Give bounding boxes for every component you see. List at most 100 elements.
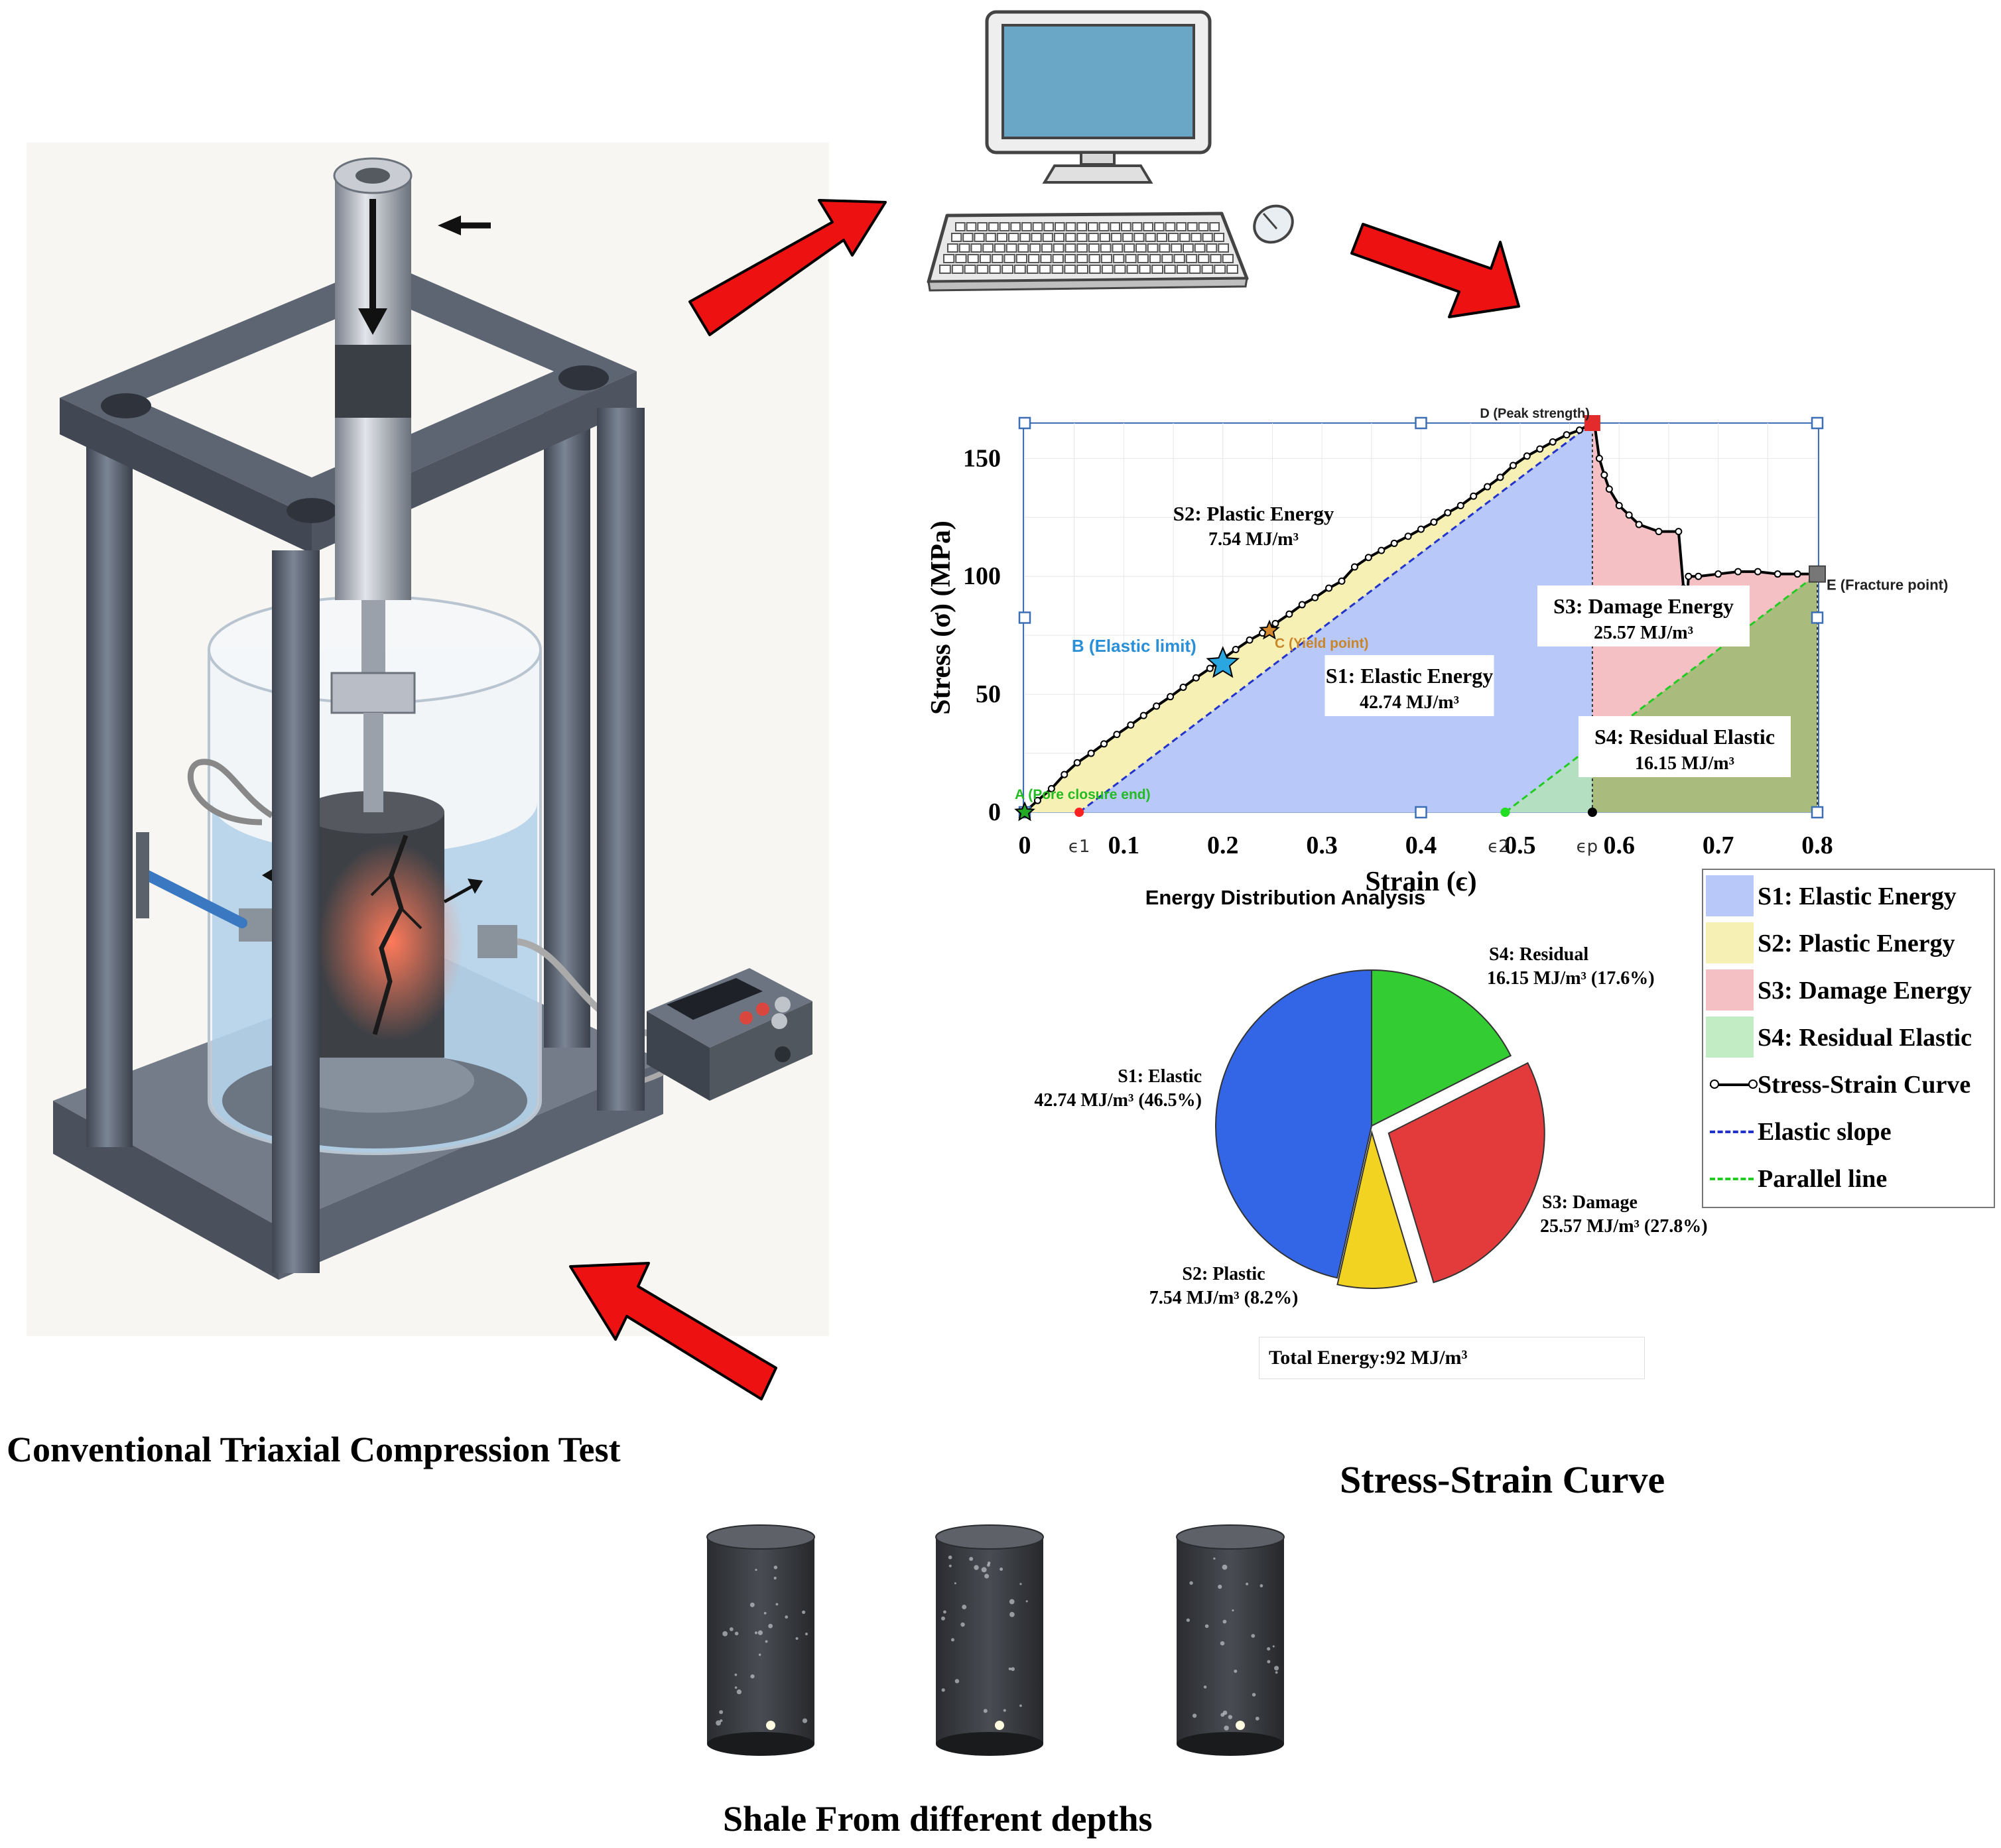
core-speck: [795, 1636, 799, 1640]
core-speck: [754, 1631, 758, 1634]
keyboard-key: [1065, 243, 1076, 253]
core-speck: [954, 1582, 956, 1585]
core-speck: [722, 1631, 728, 1636]
core-speck: [983, 1709, 988, 1713]
core-speck: [750, 1674, 755, 1679]
keyboard-key: [1005, 243, 1017, 253]
keyboard-key: [1099, 233, 1110, 242]
core-speck: [734, 1631, 739, 1636]
keyboard-key: [1198, 254, 1210, 263]
legend-swatch: [1706, 969, 1754, 1011]
y-tick-label: 100: [963, 562, 1001, 590]
y-tick-label: 0: [988, 798, 1001, 826]
keyboard-key: [1139, 265, 1151, 274]
keyboard-key: [1185, 254, 1198, 263]
curve-data-point: [1549, 438, 1557, 446]
curve-data-point: [1655, 528, 1663, 536]
shale-core-icon: [706, 1524, 815, 1756]
core-speck: [1000, 1567, 1003, 1571]
curve-data-point: [1523, 452, 1531, 460]
core-body: [707, 1537, 814, 1744]
curve-data-point: [1714, 570, 1722, 578]
point-c-label: C (Yield point): [1275, 636, 1369, 651]
curve-data-point: [1600, 471, 1608, 479]
legend-label: S3: Damage Energy: [1758, 977, 1972, 1005]
core-top: [706, 1524, 815, 1550]
curve-data-point: [1496, 473, 1504, 481]
pie-label-s3-value: 25.57 MJ/m³ (27.8%): [1540, 1216, 1708, 1237]
core-speck: [802, 1610, 806, 1614]
keyboard-key: [1089, 265, 1101, 274]
keyboard-key: [1039, 265, 1051, 274]
keyboard-key: [1171, 243, 1182, 253]
core-speck: [736, 1689, 742, 1695]
core-speck: [1222, 1619, 1227, 1624]
pie-slice-s3: [1388, 1062, 1545, 1284]
core-speck: [941, 1688, 945, 1692]
curve-data-point: [1536, 445, 1544, 453]
keyboard-key: [1222, 254, 1234, 263]
keyboard-key: [970, 243, 982, 253]
core-bottom: [707, 1732, 814, 1756]
selection-handle: [1415, 416, 1427, 430]
legend-label: Elastic slope: [1758, 1118, 1892, 1146]
keyboard-key: [1001, 265, 1013, 274]
crack-line: [372, 834, 409, 1035]
strain-mark-label: ϵp: [1577, 837, 1598, 857]
core-speck: [1251, 1634, 1256, 1638]
core-speck: [749, 1602, 755, 1607]
legend-line: [1710, 1083, 1754, 1086]
piston-rod: [361, 600, 385, 673]
core-speck: [974, 1565, 979, 1570]
lower-rod: [363, 713, 383, 812]
pie-slice-s2: [1336, 1130, 1418, 1289]
pie-slice-s4: [1371, 969, 1512, 1127]
core-speck: [1189, 1581, 1193, 1585]
keyboard-icon: [927, 212, 1249, 292]
curve-data-point: [1484, 483, 1492, 491]
curve-data-point: [1595, 454, 1603, 462]
keyboard-key: [1053, 243, 1065, 253]
keyboard-key: [1187, 222, 1198, 231]
computer-icon: [985, 10, 1212, 184]
keyboard-key: [1191, 233, 1202, 242]
curve-data-point: [1509, 462, 1517, 469]
curve-caption: Stress-Strain Curve: [1340, 1458, 1665, 1501]
keyboard-key: [1214, 265, 1226, 274]
keyboard-key: [1076, 233, 1088, 242]
curve-data-point: [1325, 584, 1333, 592]
keyboard-key: [1183, 243, 1194, 253]
core-speck: [986, 1564, 990, 1567]
keyboard-key: [1052, 254, 1064, 263]
keyboard-key: [1114, 265, 1126, 274]
keyboard-key: [977, 222, 988, 231]
x-tick-label: 0.5: [1504, 832, 1536, 859]
load-arrow-head: [358, 308, 387, 335]
strain-mark-label: ϵ1: [1068, 837, 1090, 857]
pillar-front-right: [597, 408, 645, 1111]
keyboard-key: [1053, 233, 1065, 242]
legend-label: Parallel line: [1758, 1165, 1888, 1193]
s3-label-title: S3: Damage Energy: [1553, 594, 1734, 618]
curve-data-point: [1139, 711, 1147, 719]
keyboard-key: [1076, 222, 1088, 231]
s1-label-title: S1: Elastic Energy: [1326, 664, 1493, 688]
legend-item: S4: Residual Elastic: [1703, 1014, 1994, 1060]
total-energy-label: Total Energy:92 MJ/m³: [1269, 1347, 1468, 1369]
core-speck: [773, 1566, 778, 1570]
curve-data-point: [1576, 426, 1583, 434]
keyboard-key: [976, 265, 989, 274]
core-speck: [948, 1555, 952, 1560]
keyboard-key: [1213, 233, 1224, 242]
legend-label: S2: Plastic Energy: [1758, 930, 1955, 957]
stress-arrow: [443, 883, 476, 904]
shale-cores: [706, 1524, 1285, 1756]
keyboard-key: [1194, 243, 1206, 253]
legend-item: S2: Plastic Energy: [1703, 920, 1994, 966]
curve-data-point: [1390, 539, 1398, 547]
curve-data-point: [1073, 759, 1081, 767]
bolt-hole: [287, 498, 337, 523]
point-d-label: D (Peak strength): [1480, 406, 1590, 421]
keyboard-key: [1021, 222, 1032, 231]
